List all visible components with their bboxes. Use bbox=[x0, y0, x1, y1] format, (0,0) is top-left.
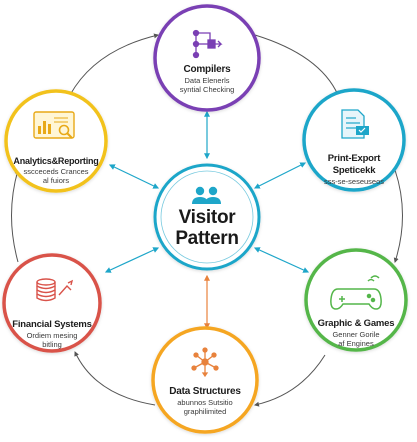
label-print: Print-Export Speticekk sss-se-seseuseos bbox=[304, 153, 404, 186]
center-title-line2: Pattern bbox=[175, 228, 239, 249]
node-datastruct bbox=[151, 326, 259, 434]
datastruct-sub2: graphilimited bbox=[183, 407, 227, 416]
analytics-chart-icon bbox=[33, 111, 75, 139]
node-financial bbox=[2, 253, 102, 353]
gamepad-icon bbox=[330, 275, 382, 310]
ring-arc-financial-analytics bbox=[11, 169, 20, 263]
graphics-title: Graphic & Games bbox=[317, 318, 395, 329]
center-title-line1: Visitor bbox=[178, 207, 236, 228]
node-analytics bbox=[4, 89, 108, 193]
datastruct-sub1: abunnos Sutsitio bbox=[177, 398, 233, 407]
ring-arc-analytics-compilers bbox=[69, 33, 159, 96]
outer-ring-connectors bbox=[11, 33, 403, 407]
datastruct-title: Data Structures bbox=[169, 386, 241, 397]
ring-arc-graphics-datastruct bbox=[254, 354, 326, 407]
spokes bbox=[104, 110, 310, 330]
node-compilers bbox=[153, 4, 261, 112]
ring-arc-datastruct-financial bbox=[74, 351, 156, 406]
coins-growth-icon bbox=[36, 278, 74, 302]
center-title: Visitor Pattern bbox=[157, 207, 257, 249]
spoke-print bbox=[253, 162, 307, 189]
financial-title: Financial Systems bbox=[12, 319, 92, 330]
graphics-sub2: af Engines bbox=[338, 339, 374, 348]
financial-sub2: bitling bbox=[42, 340, 62, 349]
node-graphics bbox=[304, 248, 408, 352]
spoke-graphics bbox=[253, 247, 310, 273]
network-icon bbox=[191, 347, 219, 378]
label-financial: Financial Systems Ordiem mesing bitling bbox=[4, 319, 100, 349]
label-graphics: Graphic & Games Genner Gorile af Engines bbox=[304, 318, 408, 348]
print-sub1: sss-se-seseuseos bbox=[323, 177, 385, 186]
spoke-analytics bbox=[108, 164, 160, 189]
users-icon bbox=[192, 186, 221, 204]
analytics-sub2: al fuiors bbox=[42, 176, 70, 185]
spoke-financial bbox=[104, 247, 160, 273]
node-print bbox=[302, 88, 406, 192]
ring-arc-compilers-print bbox=[254, 34, 339, 96]
graphics-sub1: Genner Gorile bbox=[332, 330, 380, 339]
label-analytics: Analytics&Reporting sscceceds Crances al… bbox=[6, 155, 106, 185]
print-title2: Speticekk bbox=[332, 165, 376, 176]
compilers-title: Compilers bbox=[183, 64, 231, 75]
document-icon bbox=[341, 109, 369, 139]
flowchart-icon bbox=[192, 29, 223, 59]
ring-arc-print-graphics bbox=[393, 169, 403, 263]
compilers-sub2: syntial Checking bbox=[179, 85, 235, 94]
label-datastruct: Data Structures abunnos Sutsitio graphil… bbox=[150, 386, 260, 416]
analytics-sub1: sscceceds Crances bbox=[23, 167, 89, 176]
compilers-sub1: Data Elenerls bbox=[184, 76, 230, 85]
center-node bbox=[153, 163, 261, 271]
analytics-title: Analytics&Reporting bbox=[13, 156, 99, 166]
label-compilers: Compilers Data Elenerls syntial Checking bbox=[152, 64, 262, 94]
financial-sub1: Ordiem mesing bbox=[26, 331, 78, 340]
print-title: Print-Export bbox=[327, 153, 381, 164]
